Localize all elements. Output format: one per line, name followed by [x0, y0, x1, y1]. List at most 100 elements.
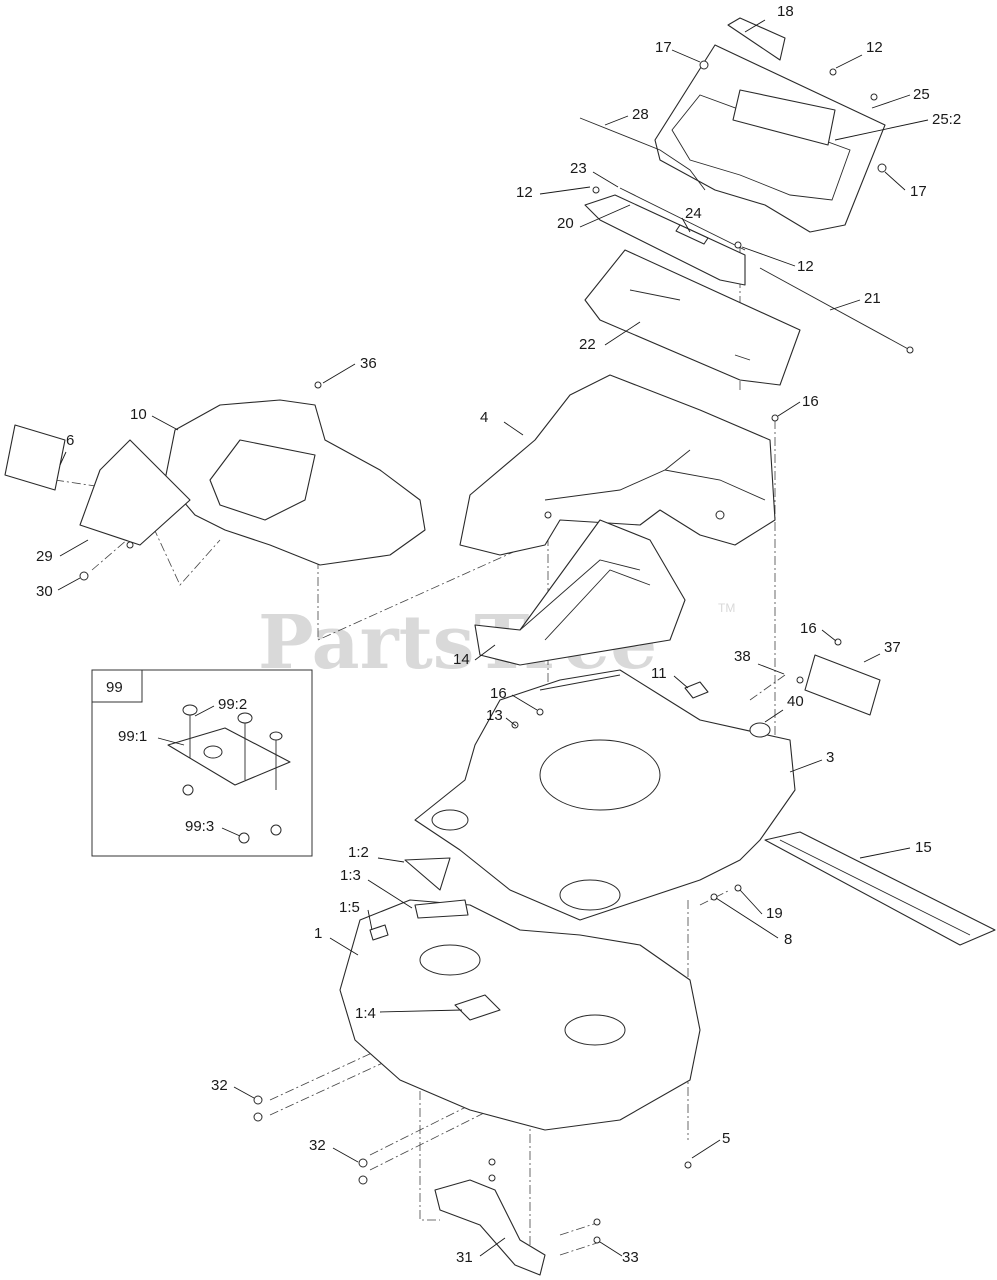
callout-leader	[579, 204, 631, 228]
part-20-bracket	[584, 186, 746, 286]
callout-label: 18	[777, 3, 794, 20]
callout-leader	[777, 401, 801, 417]
callout-label: 38	[734, 648, 751, 665]
callout-leader	[479, 1237, 506, 1257]
callout-leader	[691, 1139, 721, 1159]
callout-leader	[379, 1009, 463, 1013]
part-25-cover-panel	[654, 17, 887, 233]
callout-leader	[505, 717, 517, 727]
callout-label: 16	[800, 620, 817, 637]
callout-label: 22	[579, 336, 596, 353]
part-37-plate	[804, 654, 881, 716]
part-11-tag	[684, 681, 709, 699]
callout-leader	[871, 94, 911, 109]
part-1-3-decal	[414, 899, 469, 919]
callout-leader	[221, 827, 241, 837]
callout-leader	[715, 897, 779, 939]
callout-label: 13	[486, 707, 503, 724]
callout-leader	[741, 246, 796, 267]
callout-leader	[194, 705, 215, 717]
part-4-console-cover	[459, 374, 776, 556]
callout-label: 36	[360, 355, 377, 372]
callout-leader	[332, 1147, 359, 1163]
callout-label: 40	[787, 693, 804, 710]
callout-label: 21	[864, 290, 881, 307]
part-10-seat-pan	[164, 399, 426, 566]
callout-leader	[503, 421, 524, 436]
callout-label: 4	[480, 409, 488, 426]
callout-leader	[377, 857, 405, 863]
callout-label: 28	[632, 106, 649, 123]
callout-label: 12	[797, 258, 814, 275]
callout-label: 1:4	[355, 1005, 376, 1022]
callout-label: 12	[866, 39, 883, 56]
callout-label: 1:5	[339, 899, 360, 916]
part-1-5-decal	[369, 924, 389, 941]
part-31-bracket	[434, 1179, 546, 1276]
callout-label: 15	[915, 839, 932, 856]
callout-leader	[367, 909, 373, 931]
callout-label: 17	[655, 39, 672, 56]
callout-label: 19	[766, 905, 783, 922]
callout-leader	[764, 709, 784, 723]
callout-label: 16	[490, 685, 507, 702]
callout-leader	[604, 321, 641, 346]
callout-label: 16	[802, 393, 819, 410]
inset-99: 99	[91, 669, 313, 857]
callout-leader	[821, 629, 837, 642]
callout-leader	[604, 115, 629, 126]
callout-leader	[151, 415, 179, 431]
callout-label: 12	[516, 184, 533, 201]
callout-label: 23	[570, 160, 587, 177]
callout-label: 32	[211, 1077, 228, 1094]
callout-leader	[157, 737, 185, 746]
callout-leader	[739, 889, 763, 915]
callout-leader	[884, 171, 906, 191]
callout-label: 29	[36, 548, 53, 565]
callout-leader	[539, 186, 591, 195]
part-29-plate	[79, 439, 191, 549]
part-21-rod	[759, 267, 914, 354]
callout-leader	[757, 663, 785, 675]
callout-label: 99:3	[185, 818, 214, 835]
callout-label: 32	[309, 1137, 326, 1154]
callout-label: 99:2	[218, 696, 247, 713]
callout-leader	[329, 937, 359, 956]
callout-leader	[59, 451, 67, 466]
part-28-rod	[579, 117, 706, 191]
hardware	[79, 381, 842, 1244]
part-40-cap	[749, 722, 771, 738]
callout-leader	[474, 644, 496, 661]
callout-leader	[829, 299, 861, 311]
callout-label: 10	[130, 406, 147, 423]
callout-leader	[59, 539, 89, 557]
callout-leader	[834, 119, 929, 141]
callout-label: 11	[651, 665, 667, 682]
callout-label: 1:2	[348, 844, 369, 861]
callout-leader	[673, 675, 689, 689]
callout-leader	[367, 879, 413, 909]
callout-label: 31	[456, 1249, 473, 1266]
callout-label: 14	[453, 651, 470, 668]
callout-label: 30	[36, 583, 53, 600]
callout-label: 5	[722, 1130, 730, 1147]
callout-leader	[681, 217, 691, 233]
callout-label: 3	[826, 749, 834, 766]
callout-label: 17	[910, 183, 927, 200]
part-22-plate	[584, 249, 801, 386]
callout-label: 24	[685, 205, 702, 222]
part-6-decal	[4, 424, 66, 491]
inset-title: 99	[106, 679, 123, 696]
callout-leader	[322, 363, 356, 384]
part-3-frame	[414, 669, 796, 921]
callout-leader	[744, 19, 766, 33]
callout-label: 1:3	[340, 867, 361, 884]
part-14-bracket	[474, 519, 686, 666]
callout-label: 8	[784, 931, 792, 948]
callout-label: 33	[622, 1249, 639, 1266]
callout-leader	[859, 847, 911, 859]
callout-leader	[835, 54, 863, 69]
callout-leader	[789, 759, 823, 773]
